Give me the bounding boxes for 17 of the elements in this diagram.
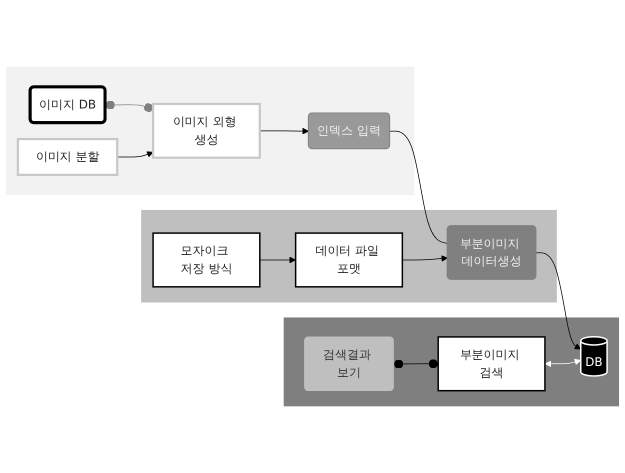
- arrow: [259, 256, 296, 264]
- arrow: [116, 151, 154, 158]
- arrow: [536, 252, 582, 350]
- node-box: 이미지 분할: [16, 138, 118, 176]
- cluster: [6, 66, 414, 196]
- connector: [390, 130, 448, 244]
- cluster: [284, 317, 620, 406]
- node-box: 이미지 외형 생성: [152, 102, 261, 159]
- connector: [105, 100, 154, 112]
- connector: [393, 359, 439, 369]
- node-box: 모자이크 저장 방식: [152, 232, 261, 288]
- node-box: 데이터 파일 포맷: [294, 232, 404, 288]
- arrow: [402, 255, 448, 262]
- cluster: [141, 210, 557, 302]
- arrow: [259, 128, 309, 134]
- arrow: [544, 358, 582, 368]
- node-box: 부분이미지 검색: [437, 336, 546, 392]
